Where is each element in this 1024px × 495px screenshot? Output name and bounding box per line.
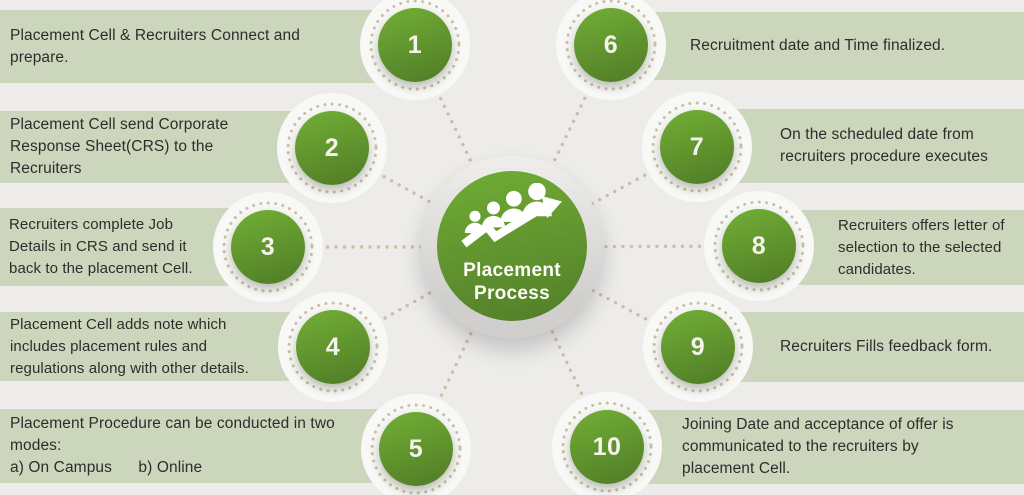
step-node-7: 7 (660, 110, 734, 184)
step-number-6: 6 (603, 30, 619, 59)
step-text-10: Joining Date and acceptance of offer is … (682, 416, 954, 477)
step-node-1: 1 (378, 8, 452, 82)
step-text-8: Recruiters offers letter of selection to… (838, 216, 1005, 278)
step-node-8: 8 (722, 209, 796, 283)
step-text-2: Placement Cell send Corporate Response S… (10, 116, 229, 177)
step-node-3: 3 (231, 210, 305, 284)
step-band-7: On the scheduled date from recruiters pr… (697, 109, 1024, 183)
center-circle-green: Placement Process (437, 171, 587, 321)
step-text-4: Placement Cell adds note which includes … (10, 315, 249, 377)
center-title-line1: Placement (463, 260, 561, 281)
node-dotted-rings (222, 0, 805, 495)
step-node-5: 5 (379, 412, 453, 486)
step-band-5: Placement Procedure can be conducted in … (0, 409, 416, 483)
step-band-1: Placement Cell & Recruiters Connect and … (0, 10, 415, 83)
step-text-3: Recruiters complete Job Details in CRS a… (9, 216, 193, 277)
step-number-4: 4 (325, 332, 341, 361)
step-band-10: Joining Date and acceptance of offer is … (607, 410, 1024, 484)
step-number-5: 5 (408, 434, 424, 463)
center-circle: Placement Process (421, 156, 603, 338)
step-band-2: Placement Cell send Corporate Response S… (0, 111, 332, 183)
step-number-2: 2 (324, 133, 340, 162)
step-number-3: 3 (260, 232, 276, 261)
step-band-4: Placement Cell adds note which includes … (0, 312, 333, 381)
step-number-8: 8 (751, 231, 767, 260)
step-text-5: Placement Procedure can be conducted in … (10, 415, 335, 476)
step-number-10: 10 (592, 432, 622, 461)
step-text-1: Placement Cell & Recruiters Connect and … (10, 26, 300, 66)
step-node-6: 6 (574, 8, 648, 82)
step-text-6: Recruitment date and Time finalized. (690, 37, 946, 54)
step-number-1: 1 (407, 30, 423, 59)
step-node-10: 10 (570, 410, 644, 484)
people-growth-arrow-icon (461, 183, 562, 248)
step-band-6: Recruitment date and Time finalized. (611, 12, 1024, 80)
step-node-4: 4 (296, 310, 370, 384)
step-text-7: On the scheduled date from recruiters pr… (780, 126, 988, 165)
center-title: Placement Process (463, 259, 561, 305)
step-text-9: Recruiters Fills feedback form. (780, 338, 993, 355)
center-title-line2: Process (473, 283, 551, 304)
step-node-2: 2 (295, 111, 369, 185)
step-number-9: 9 (690, 332, 706, 361)
step-node-9: 9 (661, 310, 735, 384)
step-number-7: 7 (689, 132, 705, 161)
